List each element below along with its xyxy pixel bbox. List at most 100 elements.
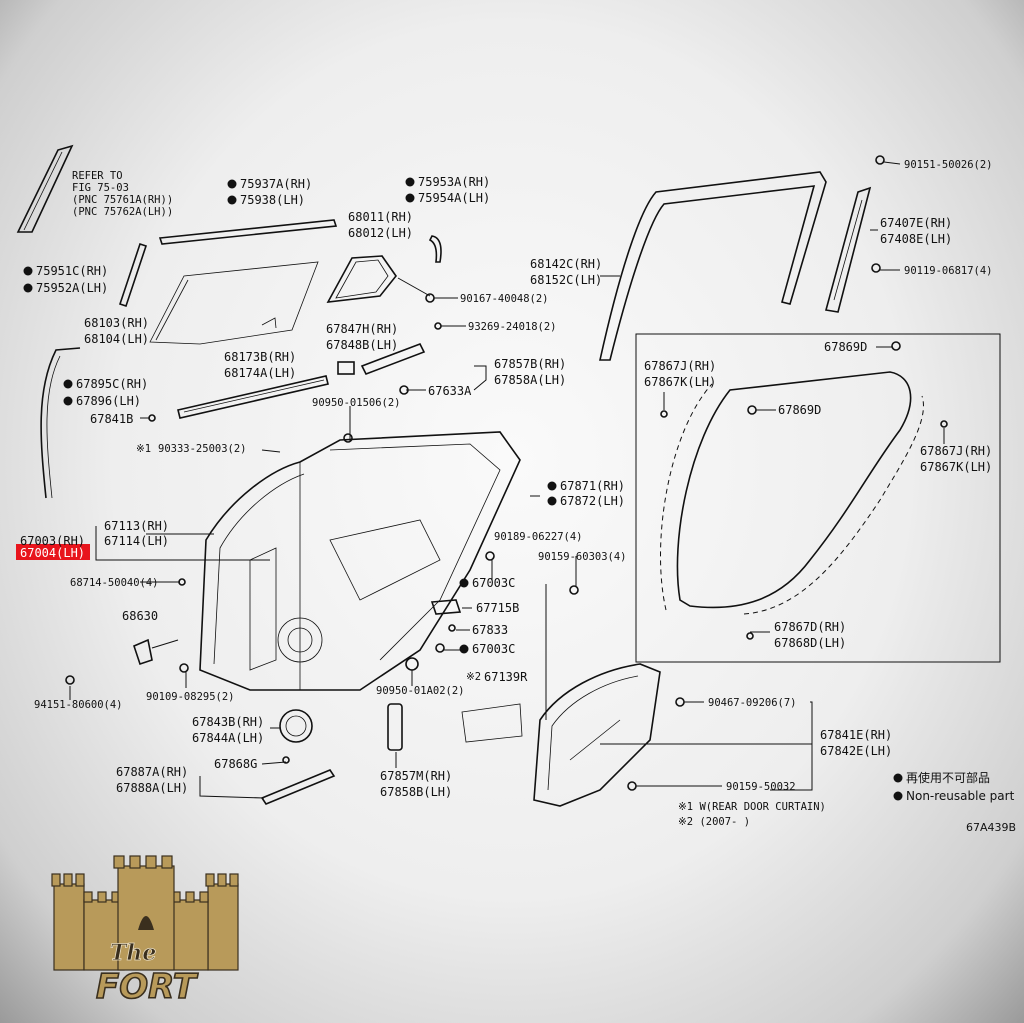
label-75951C: 75951C(RH)	[36, 264, 108, 278]
label-67869D-mid: 67869D	[778, 403, 821, 417]
label-68011: 68011(RH)	[348, 210, 413, 224]
label-90119: 90119-06817(4)	[904, 265, 993, 277]
label-67003C-b: 67003C	[472, 642, 515, 656]
label-67841E: 67841E(RH)	[820, 728, 892, 742]
label-68103: 68103(RH)	[84, 316, 149, 330]
hinge-68630-shape	[133, 638, 153, 666]
label-67114: 67114(LH)	[104, 534, 169, 548]
refer-line-4: (PNC 75762A(LH))	[72, 206, 173, 218]
note-1: ※1 W(REAR DOOR CURTAIN)	[678, 801, 826, 813]
label-68630: 68630	[122, 609, 158, 623]
clip-67847-shape	[337, 361, 355, 375]
label-67857M: 67857M(RH)	[380, 769, 452, 783]
non-reusable-markers	[23, 177, 903, 801]
label-67407E: 67407E(RH)	[880, 216, 952, 230]
label-67872: 67872(LH)	[560, 494, 625, 508]
note-2: ※2 (2007- )	[678, 816, 750, 828]
label-90467: 90467-09206(7)	[708, 697, 797, 709]
label-90159-50032: 90159-50032	[726, 781, 796, 793]
label-67003: 67003(RH)	[20, 534, 85, 548]
label-67867D: 67867D(RH)	[774, 620, 846, 634]
label-75937A: 75937A(RH)	[240, 177, 312, 191]
belt-moulding-shape	[158, 219, 338, 245]
notes: ※1 W(REAR DOOR CURTAIN) ※2 (2007- )	[678, 801, 826, 828]
part-labels: 75937A(RH) 75938(LH) 75953A(RH) 75954A(L…	[20, 159, 993, 799]
figure-code: 67A439B	[966, 821, 1016, 834]
label-67867J-right: 67867J(RH)	[920, 444, 992, 458]
label-75938: 75938(LH)	[240, 193, 305, 207]
label-67842E: 67842E(LH)	[820, 744, 892, 758]
label-67896: 67896(LH)	[76, 394, 141, 408]
label-67858A: 67858A(LH)	[494, 373, 566, 387]
label-68714: 68714-50040(4)	[70, 577, 159, 589]
label-68174A: 68174A(LH)	[224, 366, 296, 380]
refer-line-3: (PNC 75761A(RH))	[72, 194, 173, 206]
leader-lines	[69, 161, 945, 799]
label-67867J-left: 67867J(RH)	[644, 359, 716, 373]
label-67858B: 67858B(LH)	[380, 785, 452, 799]
label-90151: 90151-50026(2)	[904, 159, 993, 171]
label-67887A: 67887A(RH)	[116, 765, 188, 779]
legend: 再使用不可部品 Non-reusable part	[906, 770, 1015, 803]
label-67841B: 67841B	[90, 412, 133, 426]
logo-text-top: The	[110, 940, 156, 966]
refer-line-1: REFER TO	[72, 170, 123, 182]
label-67848B: 67848B(LH)	[326, 338, 398, 352]
label-67869D-top: 67869D	[824, 340, 867, 354]
weatherstrip-detail-frame	[635, 333, 1001, 663]
label-75954A: 75954A(LH)	[418, 191, 490, 205]
label-90159-60303: 90159-60303(4)	[538, 551, 627, 563]
quarter-window-shape	[326, 255, 397, 303]
label-68173B: 68173B(RH)	[224, 350, 296, 364]
label-67139R-mark: ※2	[466, 671, 481, 683]
logo-text-bottom: FORT	[96, 967, 199, 1007]
refer-note: REFER TO FIG 75-03 (PNC 75761A(RH)) (PNC…	[72, 170, 173, 218]
label-67868G: 67868G	[214, 757, 257, 771]
the-fort-logo: The FORT	[51, 855, 239, 1008]
door-weatherstrip-shape	[660, 371, 924, 615]
label-67867K-left: 67867K(LH)	[644, 375, 716, 389]
label-67633A: 67633A	[428, 384, 472, 398]
label-67857B: 67857B(RH)	[494, 357, 566, 371]
label-75953A: 75953A(RH)	[418, 175, 490, 189]
label-90167: 90167-40048(2)	[460, 293, 549, 305]
belt-weatherstrip-shape	[177, 375, 329, 419]
castle-icon	[51, 855, 239, 971]
label-68012: 68012(LH)	[348, 226, 413, 240]
label-90333-mark: ※1	[136, 443, 151, 455]
label-94151: 94151-80600(4)	[34, 699, 123, 711]
label-90109: 90109-08295(2)	[146, 691, 235, 703]
label-67843B: 67843B(RH)	[192, 715, 264, 729]
refer-line-2: FIG 75-03	[72, 182, 129, 194]
label-68142C: 68142C(RH)	[530, 257, 602, 271]
division-bar-shape	[360, 342, 426, 376]
legend-line-1: 再使用不可部品	[906, 770, 990, 785]
run-channel-shape	[40, 347, 81, 499]
label-67871: 67871(RH)	[560, 479, 625, 493]
label-67004-highlighted: 67004(LH)	[20, 546, 85, 560]
label-90333: 90333-25003(2)	[158, 443, 247, 455]
trim-75951-shape	[118, 242, 148, 308]
sticker-67139-shape	[461, 703, 523, 743]
label-93269: 93269-24018(2)	[468, 321, 557, 333]
label-67139R: 67139R	[484, 670, 528, 684]
legend-line-2: Non-reusable part	[906, 789, 1015, 803]
bracket-67715-shape	[430, 599, 462, 615]
label-67847H: 67847H(RH)	[326, 322, 398, 336]
label-67003C-a: 67003C	[472, 576, 515, 590]
door-trim-board-shape	[533, 663, 661, 807]
label-67408E: 67408E(LH)	[880, 232, 952, 246]
label-67833: 67833	[472, 623, 508, 637]
label-67895C: 67895C(RH)	[76, 377, 148, 391]
label-68152C: 68152C(LH)	[530, 273, 602, 287]
plug-67843-shape	[279, 709, 313, 743]
rear-pillar-garnish-shape	[824, 186, 872, 313]
label-90950-01506: 90950-01506(2)	[312, 397, 401, 409]
label-67888A: 67888A(LH)	[116, 781, 188, 795]
castle-door-icon	[138, 916, 154, 930]
pillar-garnish-shape	[16, 144, 74, 233]
door-glass-shape	[149, 261, 319, 345]
label-67867K-right: 67867K(LH)	[920, 460, 992, 474]
